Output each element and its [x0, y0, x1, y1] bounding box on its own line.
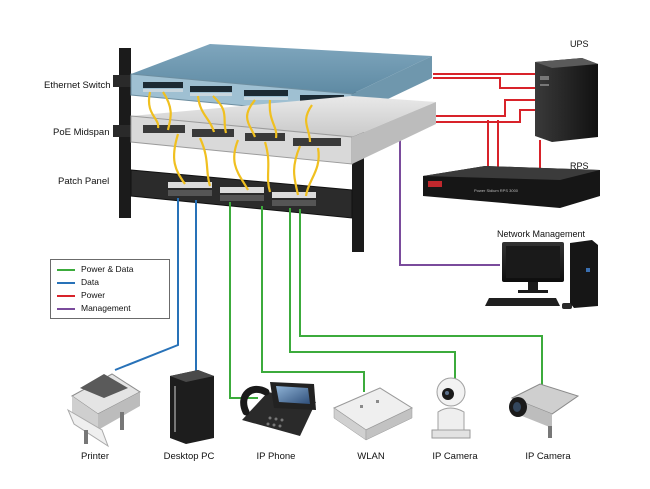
- printer-label: Printer: [81, 451, 109, 462]
- power-data-swatch: [57, 269, 75, 271]
- printer-device: [66, 373, 141, 448]
- ethernet-switch-label: Ethernet Switch: [44, 80, 111, 91]
- legend-label: Data: [81, 277, 99, 287]
- data-swatch: [57, 282, 75, 284]
- rps-label: RPS: [570, 161, 589, 171]
- ip-camera-1-device: [431, 377, 471, 439]
- ip-camera-2-label: IP Camera: [525, 451, 571, 462]
- data-lines: [114, 198, 197, 376]
- ip-phone-label: IP Phone: [256, 451, 296, 462]
- rps-unit: Power Sidium RPS 3000: [423, 166, 600, 208]
- patch-cables: [147, 91, 320, 197]
- poe-midspan: [130, 96, 436, 165]
- ups-label: UPS: [570, 39, 589, 49]
- power-lines: [433, 73, 541, 170]
- power-data-lines: [229, 202, 543, 399]
- power-swatch: [57, 295, 75, 297]
- ip-camera-2-device: [509, 383, 580, 438]
- poe-midspan-label: PoE Midspan: [53, 127, 110, 138]
- management-line: [396, 139, 500, 266]
- legend: Power & Data Data Power Management: [50, 259, 170, 319]
- wlan-device: [332, 387, 414, 441]
- network-management-label: Network Management: [497, 229, 586, 239]
- ups-unit: [535, 58, 598, 142]
- legend-label: Power & Data: [81, 264, 134, 274]
- legend-label: Management: [81, 303, 131, 313]
- desktop-pc-label: Desktop PC: [163, 451, 215, 462]
- wlan-label: WLAN: [357, 451, 385, 462]
- patch-panel: [130, 169, 353, 219]
- desktop-pc-device: [170, 370, 214, 444]
- rps-brand-text: Power Sidium RPS 3000: [474, 188, 519, 193]
- management-swatch: [57, 308, 75, 310]
- patch-panel-label: Patch Panel: [58, 176, 110, 187]
- legend-label: Power: [81, 290, 106, 300]
- management-pc: [485, 240, 598, 309]
- ip-phone-device: [240, 382, 316, 436]
- ip-camera-1-label: IP Camera: [432, 451, 478, 462]
